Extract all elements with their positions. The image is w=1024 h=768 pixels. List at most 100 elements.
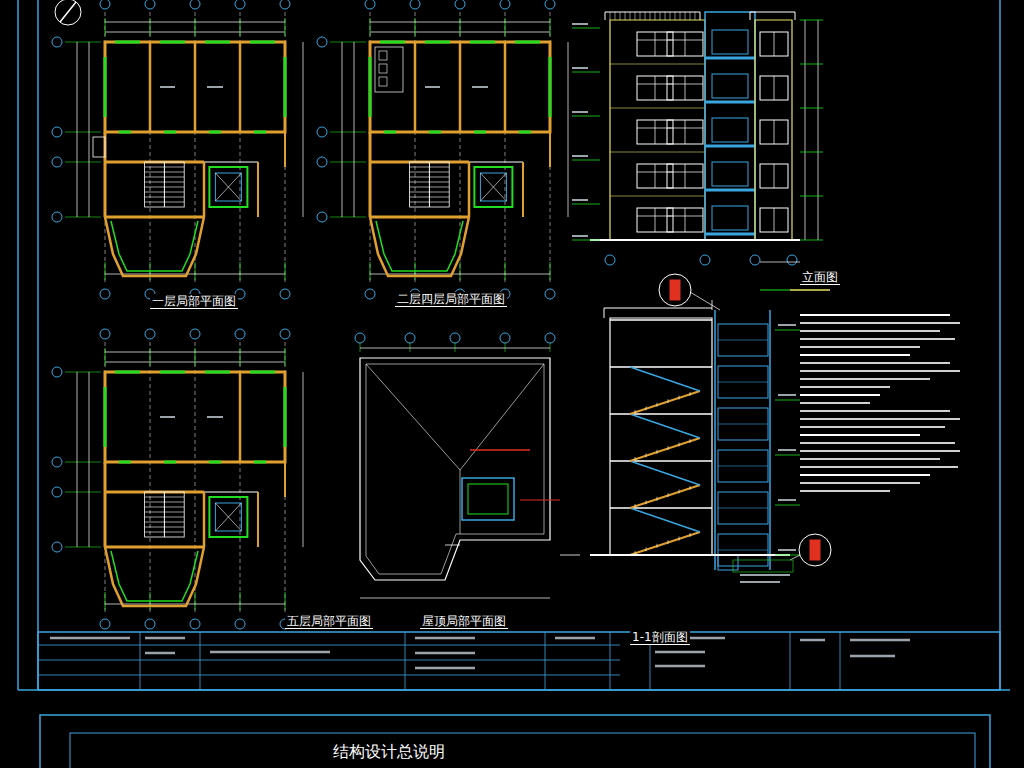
drawing-line	[370, 274, 550, 275]
drawing-outline	[630, 532, 700, 555]
drawing-line	[774, 32, 775, 56]
drawing-line	[195, 348, 196, 366]
drawing-line	[560, 555, 580, 556]
axis-bubble	[100, 619, 110, 629]
drawing-line	[195, 12, 196, 284]
drawing-rect	[637, 164, 673, 188]
drawing-line	[455, 343, 456, 352]
drawing-line	[425, 86, 440, 88]
drawing-line	[60, 2, 76, 22]
drawing-line	[679, 443, 680, 447]
drawing-line	[284, 132, 286, 167]
drawing-line	[646, 406, 647, 410]
drawing-line	[800, 434, 920, 436]
drawing-line	[65, 372, 101, 373]
drawing-line	[149, 42, 152, 132]
drawing-rect	[468, 484, 508, 514]
drawing-line	[650, 12, 651, 20]
drawing-line	[800, 322, 960, 324]
axis-bubble	[799, 534, 831, 566]
drawing-line	[675, 12, 676, 20]
drawing-line	[800, 378, 930, 380]
drawing-rect	[637, 32, 673, 56]
drawing-line	[705, 145, 755, 148]
drawing-line	[515, 41, 540, 44]
drawing-rect	[718, 555, 738, 570]
drawing-rect	[667, 208, 703, 232]
drawing-line	[65, 547, 101, 548]
view-title: 立面图	[800, 270, 840, 285]
drawing-line	[204, 162, 258, 163]
drawing-line	[150, 12, 151, 284]
drawing-line	[718, 424, 768, 425]
drawing-line	[800, 450, 960, 452]
drawing-line	[145, 637, 185, 640]
axis-bubble	[235, 619, 245, 629]
drawing-line	[668, 399, 669, 403]
drawing-line	[705, 101, 755, 104]
drawing-line	[775, 505, 800, 506]
drawing-rect	[215, 173, 241, 201]
drawing-line	[668, 540, 669, 544]
drawing-line	[740, 581, 780, 583]
axis-bubble	[100, 289, 110, 299]
elevation-view	[572, 12, 823, 265]
drawing-line	[472, 86, 488, 88]
drawing-line	[775, 555, 800, 556]
drawing-line	[774, 76, 775, 100]
drawing-line	[205, 41, 230, 44]
drawing-line	[667, 216, 703, 217]
drawing-line	[800, 370, 960, 372]
drawing-line	[215, 503, 241, 531]
drawing-line	[646, 500, 647, 504]
drawing-line	[850, 655, 895, 658]
drawing-line	[150, 342, 151, 614]
drawing-line	[657, 497, 658, 501]
drawing-line	[800, 402, 870, 404]
axis-bubble	[100, 0, 110, 9]
drawing-line	[625, 12, 626, 20]
drawing-line	[160, 41, 185, 44]
axis-bubble	[52, 457, 62, 467]
drawing-rect	[637, 120, 673, 144]
drawing-line	[257, 162, 259, 217]
drawing-line	[800, 314, 950, 316]
axis-bubble	[52, 212, 62, 222]
drawing-rect	[370, 42, 550, 132]
drawing-rect	[760, 32, 788, 56]
drawing-line	[800, 474, 930, 476]
drawing-line	[800, 152, 823, 153]
axis-bubble	[787, 255, 797, 265]
drawing-line	[195, 262, 196, 280]
drawing-line	[105, 262, 106, 280]
drawing-line	[800, 490, 890, 492]
drawing-rect	[215, 503, 241, 531]
drawing-line	[685, 208, 686, 232]
drawing-line	[445, 545, 460, 546]
drawing-line	[718, 508, 768, 509]
drawing-line	[504, 42, 507, 132]
drawing-line	[360, 343, 361, 352]
drawing-line	[635, 410, 636, 414]
drawing-outline	[604, 308, 712, 318]
drawing-line	[469, 162, 523, 163]
drawing-line	[655, 32, 656, 56]
axis-bubble	[280, 329, 290, 339]
drawing-line	[800, 362, 950, 364]
drawing-line	[590, 239, 800, 241]
drawing-line	[468, 162, 471, 217]
axis-bubble	[355, 333, 365, 343]
drawing-line	[572, 240, 600, 241]
drawing-line	[610, 460, 712, 462]
drawing-rect	[70, 733, 975, 768]
drawing-line	[105, 32, 285, 33]
drawing-line	[215, 173, 241, 201]
drawing-line	[164, 131, 176, 134]
drawing-rect	[760, 120, 788, 144]
drawing-line	[805, 20, 806, 240]
drawing-outline	[630, 461, 700, 485]
axis-bubble	[145, 619, 155, 629]
drawing-outline	[376, 221, 463, 271]
drawing-line	[635, 457, 636, 461]
